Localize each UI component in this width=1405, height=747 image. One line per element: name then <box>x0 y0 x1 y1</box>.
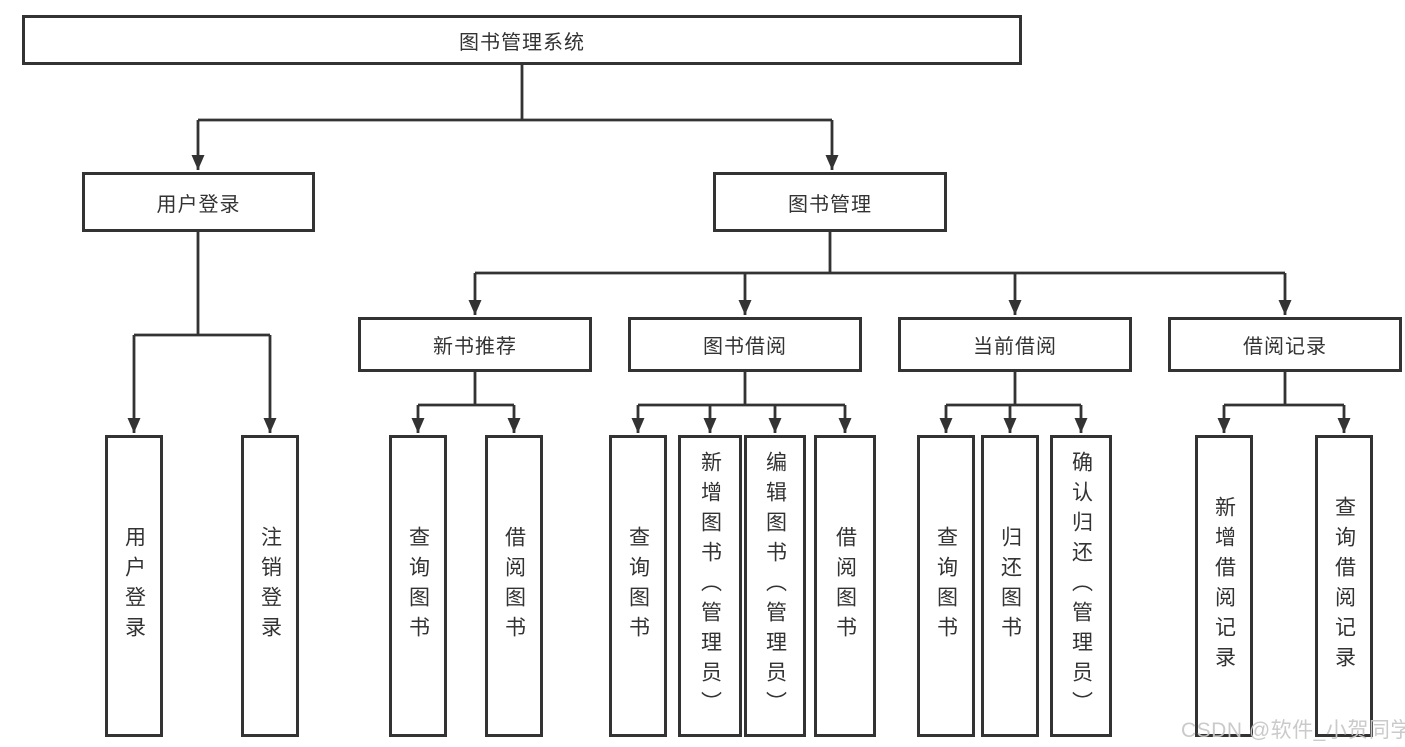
leaf-user-login: 用户登录 <box>105 435 163 737</box>
leaf-return-books: 归还图书 <box>981 435 1039 737</box>
node-label: 图书管理 <box>788 193 872 216</box>
node-label: 用户登录 <box>122 526 146 646</box>
node-label: 注销登录 <box>258 526 282 646</box>
leaf-borrow-books: 借阅图书 <box>814 435 876 737</box>
node-label: 借阅图书 <box>833 526 857 646</box>
node-label: 查询图书 <box>626 526 650 646</box>
node-root-library-system: 图书管理系统 <box>22 15 1022 65</box>
leaf-edit-books-admin: 编辑图书（管理员） <box>744 435 806 737</box>
node-book-management: 图书管理 <box>713 172 947 232</box>
node-user-login: 用户登录 <box>82 172 315 232</box>
node-label: 新增图书（管理员） <box>698 451 722 721</box>
leaf-current-query-books: 查询图书 <box>917 435 975 737</box>
node-label: 归还图书 <box>998 526 1022 646</box>
node-label: 新增借阅记录 <box>1212 496 1236 676</box>
leaf-logout: 注销登录 <box>241 435 299 737</box>
node-label: 当前借阅 <box>973 336 1057 358</box>
node-label: 编辑图书（管理员） <box>763 451 787 721</box>
node-label: 用户登录 <box>156 193 241 216</box>
leaf-add-borrow-record: 新增借阅记录 <box>1195 435 1253 737</box>
node-borrow-records: 借阅记录 <box>1168 317 1402 372</box>
node-label: 确认归还（管理员） <box>1069 451 1093 721</box>
node-label: 借阅图书 <box>502 526 526 646</box>
node-label: 图书借阅 <box>703 336 787 358</box>
node-book-borrow: 图书借阅 <box>628 317 862 372</box>
node-label: 查询图书 <box>934 526 958 646</box>
leaf-confirm-return-admin: 确认归还（管理员） <box>1050 435 1112 737</box>
leaf-recommend-query-books: 查询图书 <box>389 435 447 737</box>
leaf-add-books-admin: 新增图书（管理员） <box>678 435 742 737</box>
node-label: 新书推荐 <box>433 336 517 358</box>
node-label: 查询借阅记录 <box>1332 496 1356 676</box>
leaf-borrow-query-books: 查询图书 <box>609 435 667 737</box>
leaf-recommend-borrow-books: 借阅图书 <box>485 435 543 737</box>
node-label: 借阅记录 <box>1243 336 1327 358</box>
csdn-watermark: CSDN @软件_小贺同学 <box>1181 719 1405 742</box>
node-label: 图书管理系统 <box>459 31 585 54</box>
leaf-query-borrow-record: 查询借阅记录 <box>1315 435 1373 737</box>
node-new-book-recommend: 新书推荐 <box>358 317 592 372</box>
node-label: 查询图书 <box>406 526 430 646</box>
node-current-borrow: 当前借阅 <box>898 317 1132 372</box>
